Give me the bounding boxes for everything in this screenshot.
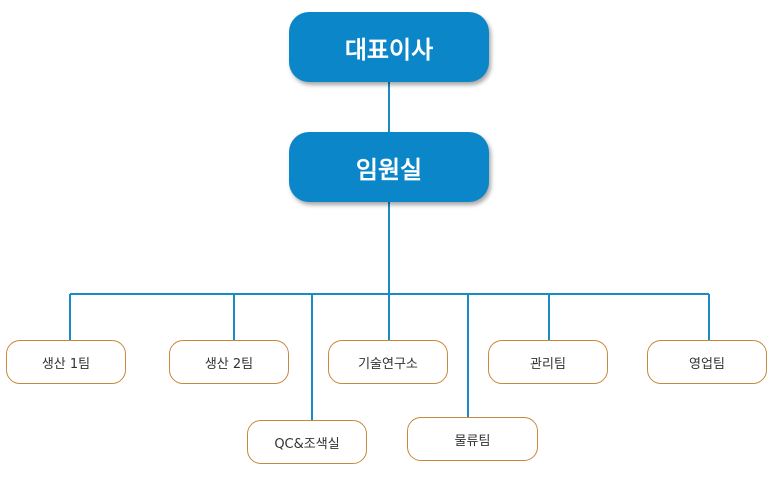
team-label: 관리팀 [530,356,566,372]
team-box-research-institute: 기술연구소 [328,340,448,384]
team-box-production-2: 생산 2팀 [169,340,289,384]
executive-office-box: 임원실 [289,132,489,202]
team-label: 생산 2팀 [204,356,254,372]
executive-office-label: 임원실 [355,155,423,184]
team-label: 영업팀 [689,356,725,372]
team-label: 생산 1팀 [41,356,91,372]
team-box-management: 관리팀 [488,340,608,384]
team-box-sales: 영업팀 [647,340,767,384]
team-label: 물류팀 [454,433,491,449]
ceo-box: 대표이사 [289,12,489,82]
team-label: 기술연구소 [358,356,418,372]
team-box-production-1: 생산 1팀 [6,340,126,384]
team-box-qc-color-lab: QC&조색실 [247,420,367,464]
ceo-label: 대표이사 [344,35,434,64]
team-label: QC&조색실 [274,436,340,452]
team-box-logistics: 물류팀 [407,417,538,461]
